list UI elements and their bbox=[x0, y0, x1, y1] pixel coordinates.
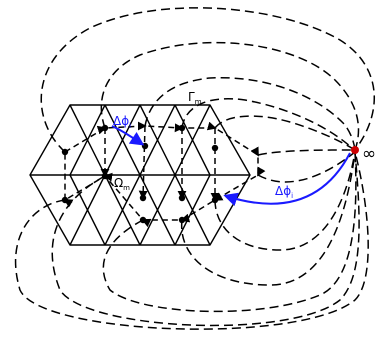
omega-label: Ωm bbox=[114, 176, 130, 192]
outer-loop-1 bbox=[40, 7, 376, 153]
outer-loop-3 bbox=[144, 77, 356, 151]
outer-loop-10 bbox=[102, 151, 357, 313]
outer-loop-8 bbox=[214, 151, 356, 251]
dphi-left-label: Δϕi bbox=[113, 114, 131, 130]
node bbox=[178, 216, 186, 224]
outer-loop-9 bbox=[180, 151, 356, 286]
node bbox=[211, 196, 219, 204]
outer-loop-11 bbox=[51, 151, 360, 327]
outer-loop-6 bbox=[257, 149, 356, 156]
node bbox=[178, 124, 186, 132]
node bbox=[139, 216, 147, 224]
infinity-label: ∞ bbox=[362, 144, 376, 164]
node bbox=[101, 124, 109, 132]
dphi-arrow-right bbox=[223, 152, 351, 207]
outer-loop-5 bbox=[214, 115, 356, 151]
outer-loop-7 bbox=[257, 151, 356, 183]
dual-nodes bbox=[61, 124, 219, 224]
outer-loop-2 bbox=[100, 41, 360, 151]
gamma-label: Γm bbox=[188, 90, 202, 106]
dashed-field-lines bbox=[14, 7, 376, 330]
infinity-node bbox=[351, 146, 359, 154]
dphi-right-label: Δϕi bbox=[275, 184, 293, 200]
dphi-arrow-left bbox=[111, 125, 145, 146]
node bbox=[141, 142, 149, 150]
node bbox=[211, 144, 219, 152]
node bbox=[61, 148, 69, 156]
dual-cycle bbox=[65, 126, 258, 220]
node bbox=[139, 194, 147, 202]
node bbox=[178, 194, 186, 202]
node bbox=[61, 196, 69, 204]
outer-loop-4 bbox=[181, 98, 353, 149]
node bbox=[101, 172, 109, 180]
outer-loop-12 bbox=[14, 151, 369, 330]
